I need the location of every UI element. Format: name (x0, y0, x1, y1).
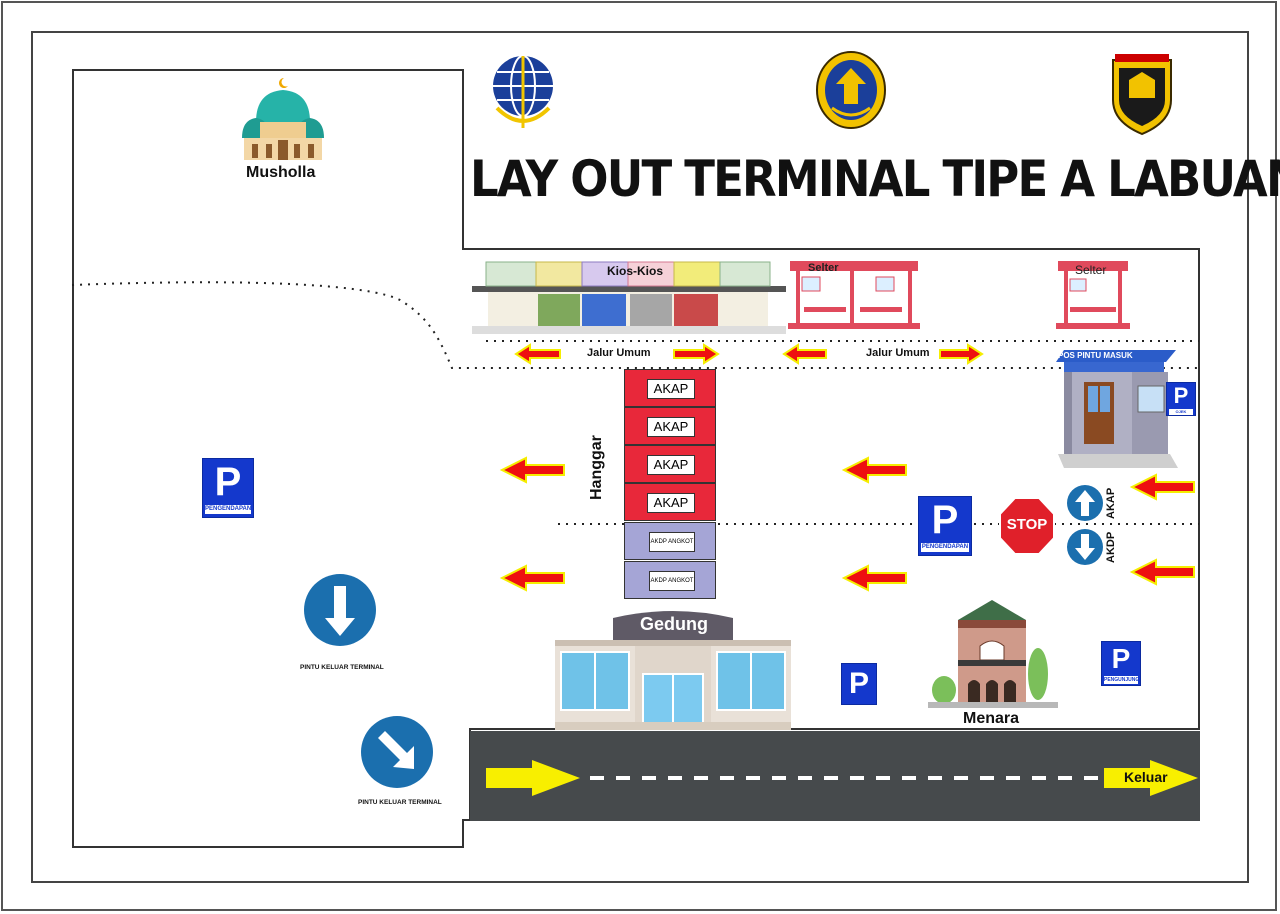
arrow-left-entry-bottom (1129, 558, 1195, 586)
pintu-keluar-label-1: PINTU KELUAR TERMINAL (300, 664, 384, 671)
parking-sign-plain: P (841, 663, 877, 705)
kios-kios-building (472, 261, 786, 334)
parking-letter: P (931, 498, 959, 542)
hanggar-bay-akdp-2: AKDP ANGKOT (624, 561, 716, 599)
stop-label: STOP (1006, 516, 1048, 533)
hanggar-bay-label: AKAP (647, 493, 695, 513)
arrow-left-hanggar-top (499, 456, 565, 484)
dotted-lane-outer (71, 281, 1199, 369)
arrow-left-center-bottom (841, 564, 907, 592)
hanggar-bay-akap-3: AKAP (624, 445, 716, 483)
selter-shelter-2 (1056, 261, 1130, 329)
parking-letter: P (214, 460, 242, 504)
menara-label: Menara (963, 710, 1020, 727)
parking-sign-pengendapan-main: P PENGENDAPAN (202, 458, 254, 518)
arrow-down-right-icon (361, 716, 433, 788)
selter-shelter-1 (788, 261, 920, 329)
kios-label: Kios-Kios (607, 264, 664, 278)
daerah-shield-logo (1112, 54, 1172, 136)
arrow-left-center-top (841, 456, 907, 484)
hanggar-bay-label: AKDP ANGKOT (649, 571, 695, 591)
hanggar-bay-label: AKAP (647, 417, 695, 437)
parking-sublabel: PENGENDAPAN (921, 543, 969, 552)
arrow-left-small-1 (514, 343, 561, 365)
site-outline (72, 69, 1200, 848)
akdp-direction-label: AKDP (1105, 531, 1117, 563)
dishub-logo (493, 55, 553, 128)
parking-sign-pengendapan-center: P PENGENDAPAN (918, 496, 972, 556)
arrow-down-icon (304, 574, 376, 646)
arrow-right-small-2 (939, 343, 984, 365)
hanggar-bay-label: AKAP (647, 379, 695, 399)
inner-frame (31, 31, 1249, 883)
jalur-umum-label-1: Jalur Umum (587, 347, 651, 359)
parking-sublabel: OJEK (1169, 409, 1193, 415)
pos-pintu-masuk-building (1056, 350, 1178, 468)
arrow-up-icon (1067, 485, 1103, 521)
parking-letter: P (1111, 643, 1131, 674)
menara-building (928, 600, 1058, 708)
pos-pintu-masuk-label: POS PINTU MASUK (1058, 351, 1133, 360)
hanggar-bay-akdp-1: AKDP ANGKOT (624, 522, 716, 560)
parking-letter: P (1173, 383, 1189, 408)
hanggar-bay-akap-4: AKAP (624, 483, 716, 521)
hanggar-bay-label: AKAP (647, 455, 695, 475)
arrow-left-hanggar-bottom (499, 564, 565, 592)
hanggar-bay-akap-1: AKAP (624, 369, 716, 407)
parking-letter: P (848, 667, 869, 700)
parking-sublabel: PENGENDAPAN (205, 505, 252, 514)
parking-sign-ojek: P OJEK (1166, 382, 1196, 416)
arrow-left-entry-top (1129, 473, 1195, 501)
gedung-building (555, 611, 791, 730)
musholla-label: Musholla (246, 164, 316, 181)
arrow-left-small-2 (782, 343, 827, 365)
parking-sign-pengunjung: P PENGUNJUNG (1101, 641, 1141, 686)
parking-sublabel: PENGUNJUNG (1104, 676, 1140, 684)
road-arrow-in (486, 760, 580, 796)
jalur-umum-label-2: Jalur Umum (866, 347, 930, 359)
keluar-label: Keluar (1124, 769, 1168, 785)
musholla-building (242, 78, 324, 160)
selter-label-2: Selter (1075, 263, 1107, 277)
stop-sign (999, 497, 1055, 555)
kementerian-logo (816, 51, 886, 129)
hanggar-bay-akap-2: AKAP (624, 407, 716, 445)
hanggar-bay-label: AKDP ANGKOT (649, 532, 695, 552)
pintu-keluar-label-2: PINTU KELUAR TERMINAL (358, 799, 442, 806)
road-arrow-out (1104, 760, 1198, 796)
selter-label-1: Selter (808, 262, 839, 274)
page-title: LAY OUT TERMINAL TIPE A LABUAN (470, 150, 1280, 208)
arrow-down-icon (1067, 529, 1103, 565)
arrow-right-small-1 (673, 343, 720, 365)
akap-direction-label: AKAP (1105, 487, 1117, 519)
hanggar-label: Hanggar (588, 435, 605, 500)
gedung-label: Gedung (640, 614, 708, 634)
